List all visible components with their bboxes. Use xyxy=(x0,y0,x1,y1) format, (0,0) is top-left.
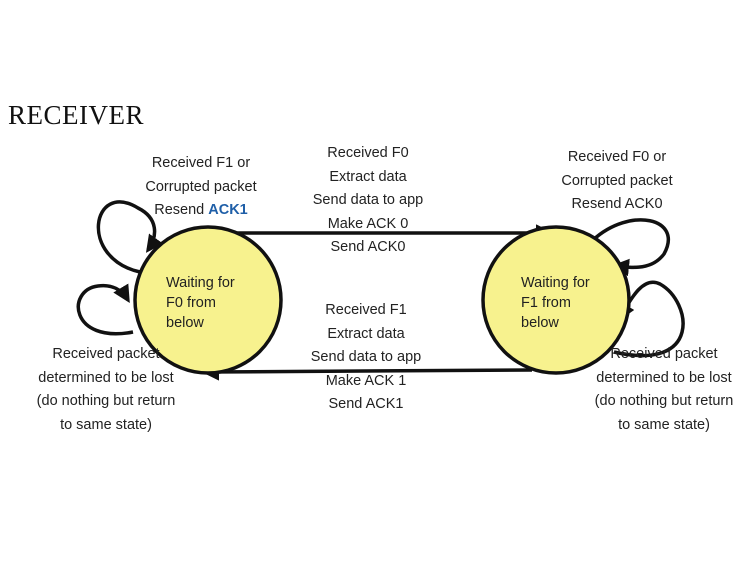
loop-label-s1-corrupt: Received F0 or Corrupted packet Resend A… xyxy=(561,149,673,212)
loop-s0-lost xyxy=(76,283,134,336)
ack1-highlight: ACK1 xyxy=(208,202,248,218)
arrow-s1-to-s0 xyxy=(201,363,533,381)
state-wait-f1 xyxy=(481,225,631,375)
loop-label-s0-lost: Received packet determined to be lost (d… xyxy=(36,346,176,433)
transition-label-s0-to-s1: Received F0 Extract data Send data to ap… xyxy=(312,145,424,255)
loop-s0-corrupt xyxy=(96,200,164,274)
loop-s1-corrupt xyxy=(591,218,671,277)
state-wait-f0-label: Waiting for F0 from below xyxy=(166,275,235,331)
loop-label-s1-lost: Received packet determined to be lost (d… xyxy=(594,346,734,433)
transition-label-s1-to-s0: Received F1 Extract data Send data to ap… xyxy=(310,302,422,412)
loop-label-s0-corrupt: Received F1 or Corrupted packet Resend A… xyxy=(145,155,257,218)
diagram-title: RECEIVER xyxy=(8,100,144,130)
state-wait-f0 xyxy=(133,225,283,375)
state-wait-f1-label: Waiting for F1 from below xyxy=(521,275,590,331)
loop-s1-lost xyxy=(613,280,685,358)
